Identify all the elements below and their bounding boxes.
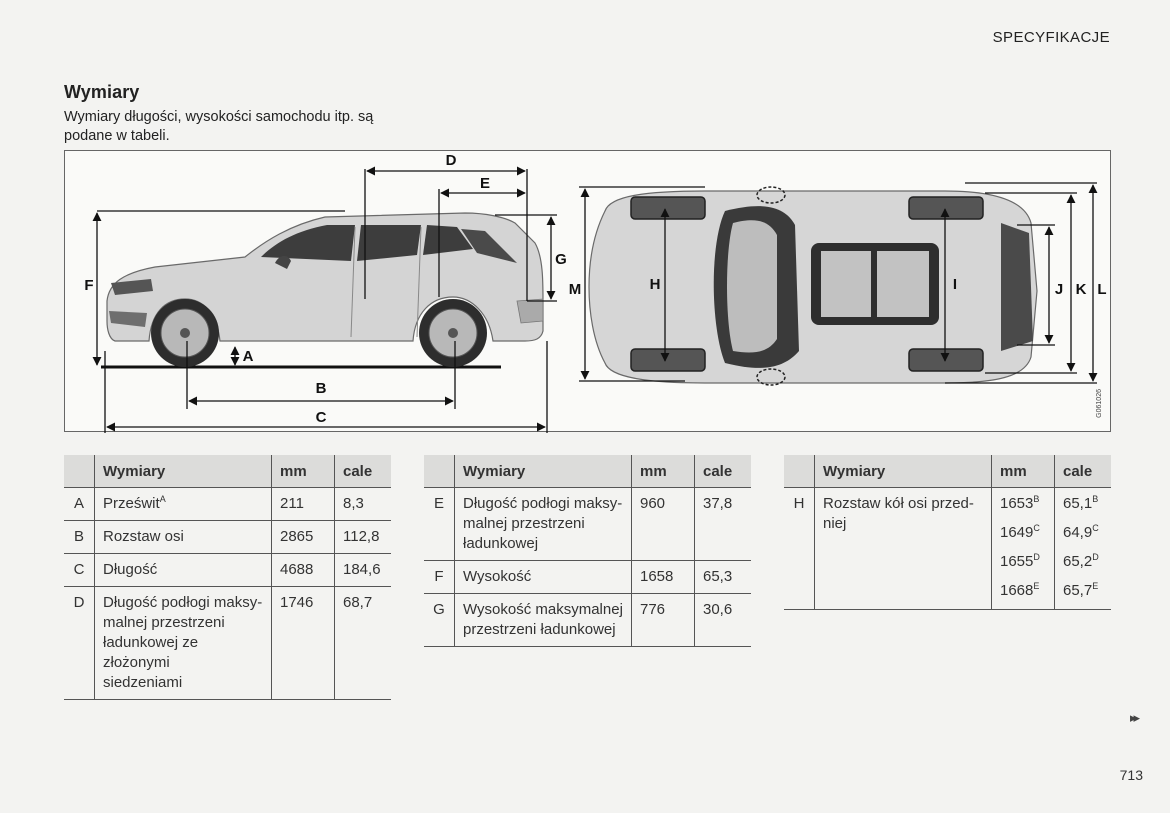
row-key: H — [784, 487, 815, 610]
table-row: E Długość podłogi maksy- malnej przestrz… — [424, 487, 751, 561]
row-mm: 4688 — [271, 553, 335, 587]
col-wymiary: Wymiary — [94, 455, 272, 488]
page-title: Wymiary — [64, 82, 140, 102]
row-cale: 30,6 — [694, 593, 751, 647]
row-key: F — [424, 560, 455, 594]
dimensions-table-3: Wymiary mm cale H Rozstaw kół osi przed-… — [784, 455, 1111, 610]
row-mm: 211 — [271, 487, 335, 521]
label-K: K — [1076, 281, 1087, 298]
row-name: Wysokość maksymalnej przestrzeni ładunko… — [454, 593, 632, 647]
image-code: G061026 — [1096, 389, 1103, 418]
row-key: E — [424, 487, 455, 561]
label-C: C — [316, 409, 327, 426]
label-A: A — [243, 348, 254, 365]
side-view-car — [101, 212, 544, 369]
dimensions-table-1: Wymiary mm cale A PrześwitA 211 8,3 B Ro… — [64, 455, 391, 700]
row-cale: 68,7 — [334, 586, 391, 700]
row-name: Długość podłogi maksy- malnej przestrzen… — [454, 487, 632, 561]
row-cale: 65,3 — [694, 560, 751, 594]
dimensions-table-2: Wymiary mm cale E Długość podłogi maksy-… — [424, 455, 751, 647]
top-view-dimension-lines — [579, 182, 1098, 384]
label-E: E — [480, 175, 490, 192]
label-H: H — [650, 276, 661, 293]
section-header: SPECYFIKACJE — [992, 29, 1110, 46]
dimensions-figure: F A B C D E G M H I J K L G061026 — [64, 150, 1111, 433]
row-mm: 1746 — [271, 586, 335, 700]
row-name: PrześwitA — [94, 487, 272, 521]
row-name: Rozstaw kół osi przed- niej — [814, 487, 992, 610]
label-L: L — [1097, 281, 1106, 298]
row-key: B — [64, 520, 95, 554]
row-mm: 2865 — [271, 520, 335, 554]
page-number: 713 — [1119, 767, 1143, 783]
table-row: A PrześwitA 211 8,3 — [64, 487, 391, 521]
table-row: D Długość podłogi maksy- malnej przestrz… — [64, 586, 391, 700]
row-name: Długość podłogi maksy- malnej przestrzen… — [94, 586, 272, 700]
col-cale: cale — [694, 455, 751, 488]
row-key: C — [64, 553, 95, 587]
row-name: Wysokość — [454, 560, 632, 594]
side-view-dimension-lines — [92, 166, 557, 433]
row-key: G — [424, 593, 455, 647]
row-name: Długość — [94, 553, 272, 587]
label-F: F — [84, 277, 93, 294]
table-row: C Długość 4688 184,6 — [64, 553, 391, 587]
table-row: G Wysokość maksymalnej przestrzeni ładun… — [424, 593, 751, 647]
table-row: H Rozstaw kół osi przed- niej 1653B 1649… — [784, 487, 1111, 610]
table-row: B Rozstaw osi 2865 112,8 — [64, 520, 391, 554]
label-J: J — [1055, 281, 1063, 298]
label-M: M — [569, 281, 582, 298]
col-cale: cale — [1054, 455, 1111, 488]
row-mm: 960 — [631, 487, 695, 561]
col-wymiary: Wymiary — [454, 455, 632, 488]
row-mm: 1653B 1649C 1655D 1668E — [991, 487, 1055, 610]
col-key — [784, 455, 815, 488]
top-view-car — [588, 186, 1038, 386]
table-row: F Wysokość 1658 65,3 — [424, 560, 751, 594]
label-G: G — [555, 251, 567, 268]
next-page-icon[interactable]: ▸▸ — [1129, 710, 1140, 725]
row-mm: 776 — [631, 593, 695, 647]
col-wymiary: Wymiary — [814, 455, 992, 488]
row-name: Rozstaw osi — [94, 520, 272, 554]
label-D: D — [446, 152, 457, 169]
row-cale: 65,1B 64,9C 65,2D 65,7E — [1054, 487, 1111, 610]
col-key — [64, 455, 95, 488]
col-mm: mm — [991, 455, 1055, 488]
row-cale: 112,8 — [334, 520, 391, 554]
label-I: I — [953, 276, 957, 293]
col-cale: cale — [334, 455, 391, 488]
row-cale: 37,8 — [694, 487, 751, 561]
intro-text: Wymiary długości, wysokości samochodu it… — [64, 109, 374, 144]
col-key — [424, 455, 455, 488]
row-cale: 184,6 — [334, 553, 391, 587]
col-mm: mm — [631, 455, 695, 488]
row-cale: 8,3 — [334, 487, 391, 521]
col-mm: mm — [271, 455, 335, 488]
row-key: A — [64, 487, 95, 521]
row-key: D — [64, 586, 95, 700]
label-B: B — [316, 380, 327, 397]
row-mm: 1658 — [631, 560, 695, 594]
